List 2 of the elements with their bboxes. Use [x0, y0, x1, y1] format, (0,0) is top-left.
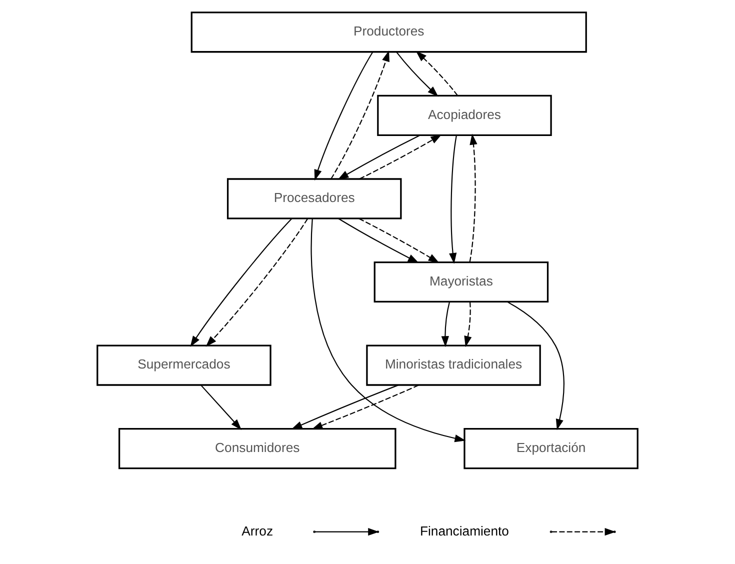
legend-label: Financiamiento — [420, 523, 509, 538]
legend-label: Arroz — [242, 523, 274, 538]
